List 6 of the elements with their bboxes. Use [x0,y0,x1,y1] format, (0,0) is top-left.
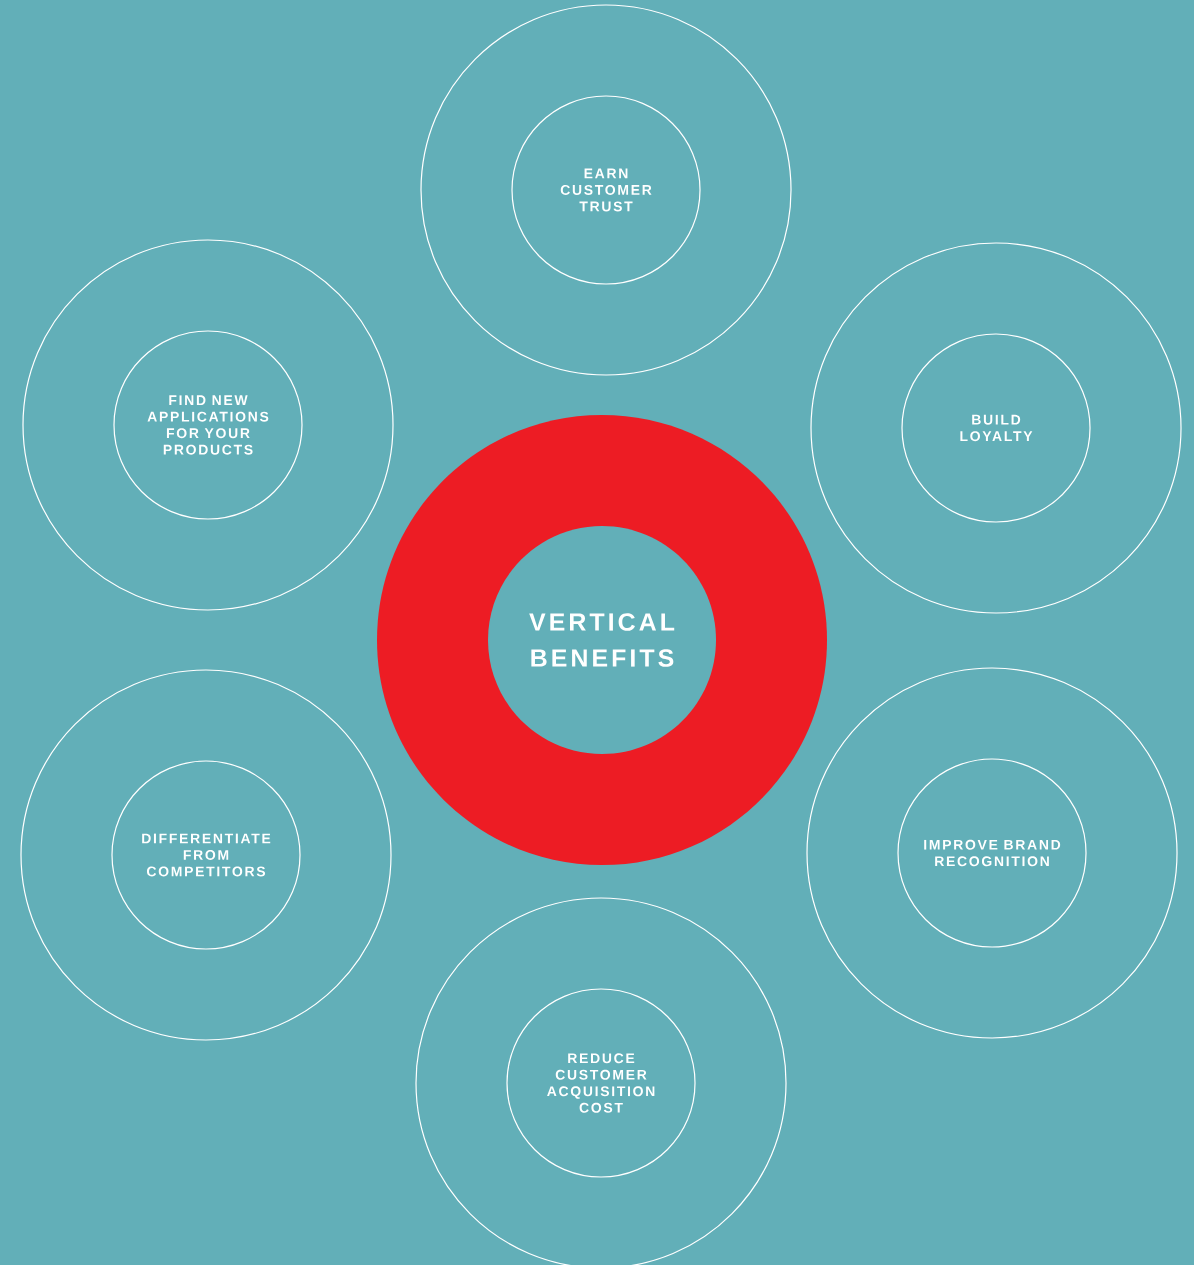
ring-circle [22,239,394,611]
donut-ring: VERTICAL BENEFITS [377,415,827,865]
ring-circle [810,242,1182,614]
ring-circle [806,667,1178,1039]
ring-circle [420,4,792,376]
ring-circle [20,669,392,1041]
